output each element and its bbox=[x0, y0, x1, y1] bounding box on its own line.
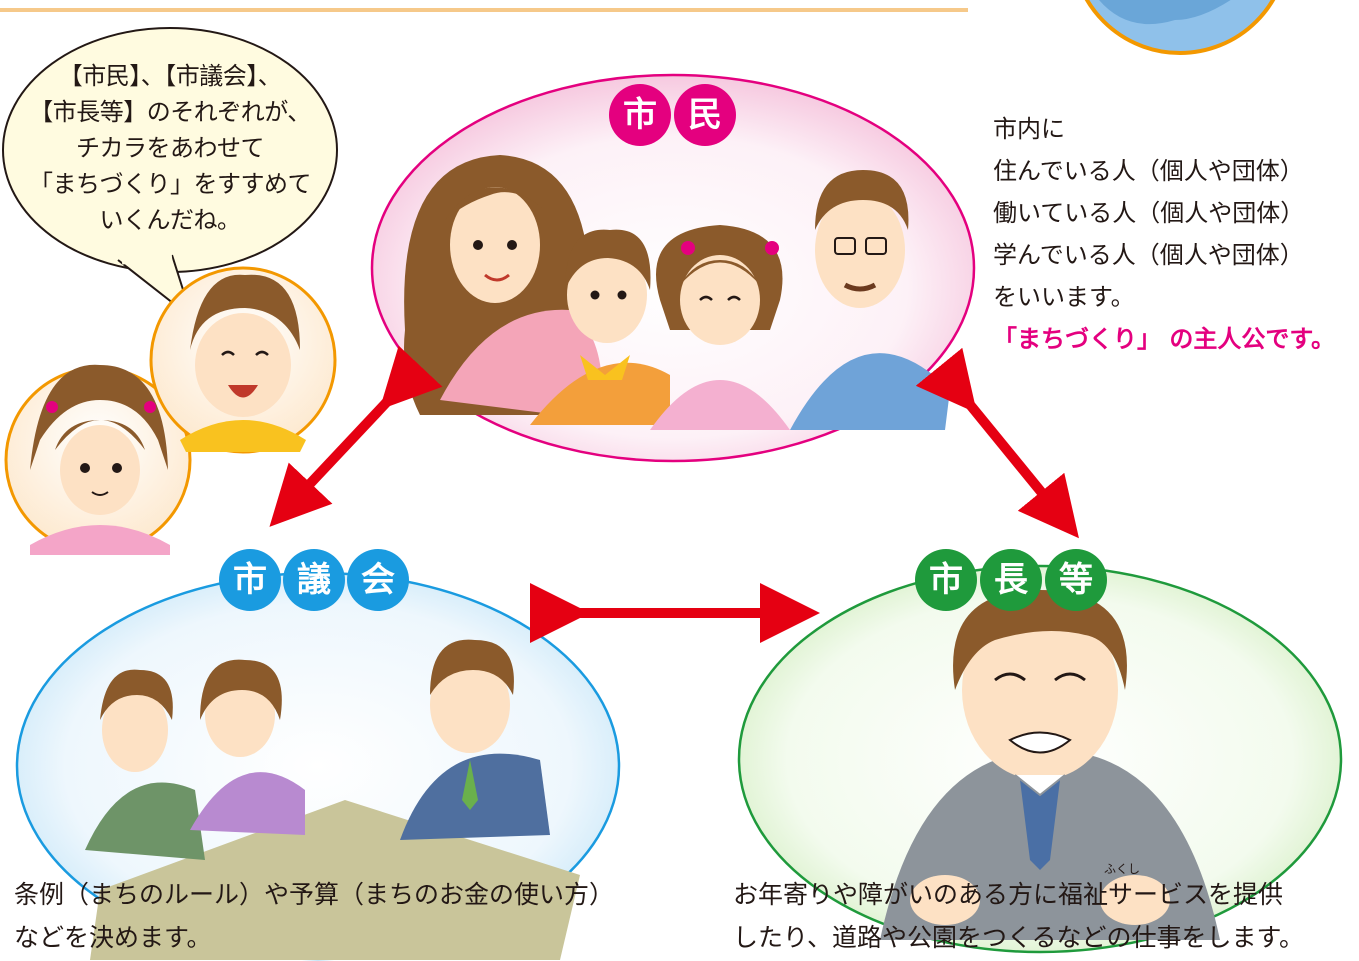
shimin-highlight: 「まちづくり」 の主人公です。 bbox=[993, 325, 1335, 353]
description-line: 働いている人（個人や団体） bbox=[993, 199, 1305, 227]
gikai-badge-char: 市 bbox=[219, 549, 281, 611]
chou-badge-char: 長 bbox=[980, 549, 1042, 611]
shimin-description: 市内に 住んでいる人（個人や団体） 働いている人（個人や団体） 学んでいる人（個… bbox=[993, 108, 1335, 360]
chou-badge-char: 等 bbox=[1045, 549, 1107, 611]
shimin-badge-char: 民 bbox=[674, 84, 736, 146]
description-line: 住んでいる人（個人や団体） bbox=[993, 157, 1304, 185]
speech-bubble-text: 【市民】、【市議会】、 【市長等】のそれぞれが、 チカラをあわせて 「まちづくり… bbox=[20, 58, 320, 238]
girl-avatar bbox=[4, 364, 192, 555]
bubble-line: 【市長等】のそれぞれが、 bbox=[29, 98, 311, 126]
chou-description: お年寄りや障がいのある方に福祉サービスを提供 したり、道路や公園をつくるなどの仕… bbox=[733, 873, 1304, 959]
bubble-line: 「まちづくり」をすすめて bbox=[29, 170, 312, 198]
gikai-badge-char: 会 bbox=[347, 549, 409, 611]
top-divider bbox=[0, 8, 968, 12]
description-line: 学んでいる人（個人や団体） bbox=[993, 241, 1304, 269]
corner-character-frame bbox=[1084, 0, 1276, 55]
shimin-ellipse bbox=[370, 73, 976, 463]
arrow-shimin-gikai bbox=[269, 345, 443, 527]
description-line: したり、道路や公園をつくるなどの仕事をします。 bbox=[733, 923, 1305, 952]
chou-ellipse bbox=[737, 564, 1343, 954]
arrow-shimin-chou bbox=[915, 347, 1079, 539]
description-line: をいいます。 bbox=[993, 283, 1135, 311]
bubble-line: チカラをあわせて bbox=[76, 134, 265, 162]
chou-badge-char: 市 bbox=[915, 549, 977, 611]
description-line: 市内に bbox=[993, 115, 1065, 143]
shimin-badge-char: 市 bbox=[609, 84, 671, 146]
gikai-description: 条例（まちのルール）や予算（まちのお金の使い方） などを決めます。 bbox=[14, 873, 614, 959]
description-line: などを決めます。 bbox=[14, 923, 212, 952]
fukushi-ruby: ふくし bbox=[1104, 862, 1141, 876]
bubble-line: 【市民】、【市議会】、 bbox=[58, 62, 282, 90]
gikai-ellipse bbox=[15, 571, 621, 961]
boy-avatar bbox=[149, 266, 337, 454]
description-line: お年寄りや障がいのある方に福祉サービスを提供 bbox=[733, 880, 1284, 909]
gikai-badge-char: 議 bbox=[283, 549, 345, 611]
bubble-line: いくんだね。 bbox=[99, 206, 242, 234]
description-line: 条例（まちのルール）や予算（まちのお金の使い方） bbox=[14, 880, 615, 909]
